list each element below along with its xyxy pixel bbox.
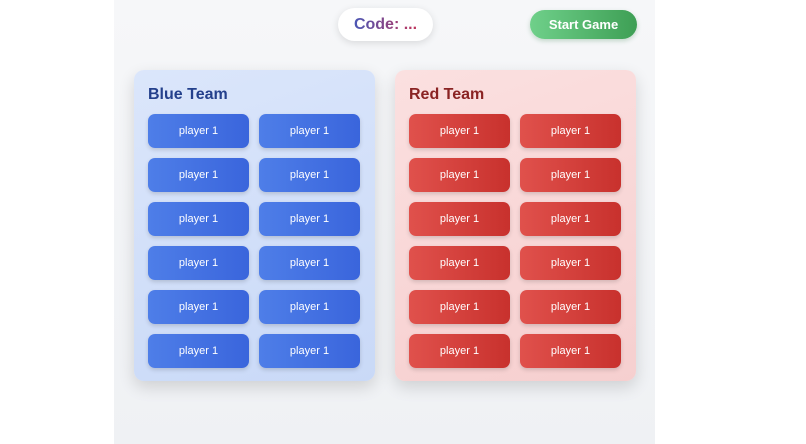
red-player-slot[interactable]: player 1 (520, 158, 621, 192)
blue-player-slot[interactable]: player 1 (148, 158, 249, 192)
blue-player-slot[interactable]: player 1 (148, 114, 249, 148)
room-code-label: Code: ... (353, 15, 418, 33)
blue-player-slot[interactable]: player 1 (259, 114, 360, 148)
blue-player-slot[interactable]: player 1 (148, 290, 249, 324)
red-player-slot[interactable]: player 1 (520, 202, 621, 236)
red-player-slot[interactable]: player 1 (409, 114, 510, 148)
red-player-slot[interactable]: player 1 (409, 202, 510, 236)
red-player-slot[interactable]: player 1 (409, 246, 510, 280)
blue-player-slot[interactable]: player 1 (148, 202, 249, 236)
red-player-slot[interactable]: player 1 (520, 246, 621, 280)
red-player-slot[interactable]: player 1 (520, 114, 621, 148)
blue-team-player-grid: player 1 player 1 player 1 player 1 play… (148, 114, 360, 368)
red-team-title: Red Team (409, 86, 485, 103)
red-team-player-grid: player 1 player 1 player 1 player 1 play… (409, 114, 621, 368)
blue-player-slot[interactable]: player 1 (259, 202, 360, 236)
red-player-slot[interactable]: player 1 (409, 158, 510, 192)
red-player-slot[interactable]: player 1 (520, 334, 621, 368)
red-player-slot[interactable]: player 1 (409, 290, 510, 324)
lobby-stage: Code: ... Start Game Blue Team player 1 … (114, 0, 655, 444)
red-player-slot[interactable]: player 1 (409, 334, 510, 368)
blue-team-panel: Blue Team player 1 player 1 player 1 pla… (134, 70, 375, 381)
red-player-slot[interactable]: player 1 (520, 290, 621, 324)
red-team-panel: Red Team player 1 player 1 player 1 play… (395, 70, 636, 381)
blue-player-slot[interactable]: player 1 (148, 246, 249, 280)
blue-player-slot[interactable]: player 1 (148, 334, 249, 368)
blue-player-slot[interactable]: player 1 (259, 334, 360, 368)
blue-player-slot[interactable]: player 1 (259, 158, 360, 192)
start-game-button[interactable]: Start Game (530, 10, 637, 39)
blue-player-slot[interactable]: player 1 (259, 290, 360, 324)
blue-team-title: Blue Team (148, 86, 228, 103)
blue-player-slot[interactable]: player 1 (259, 246, 360, 280)
room-code-badge: Code: ... (338, 8, 433, 41)
